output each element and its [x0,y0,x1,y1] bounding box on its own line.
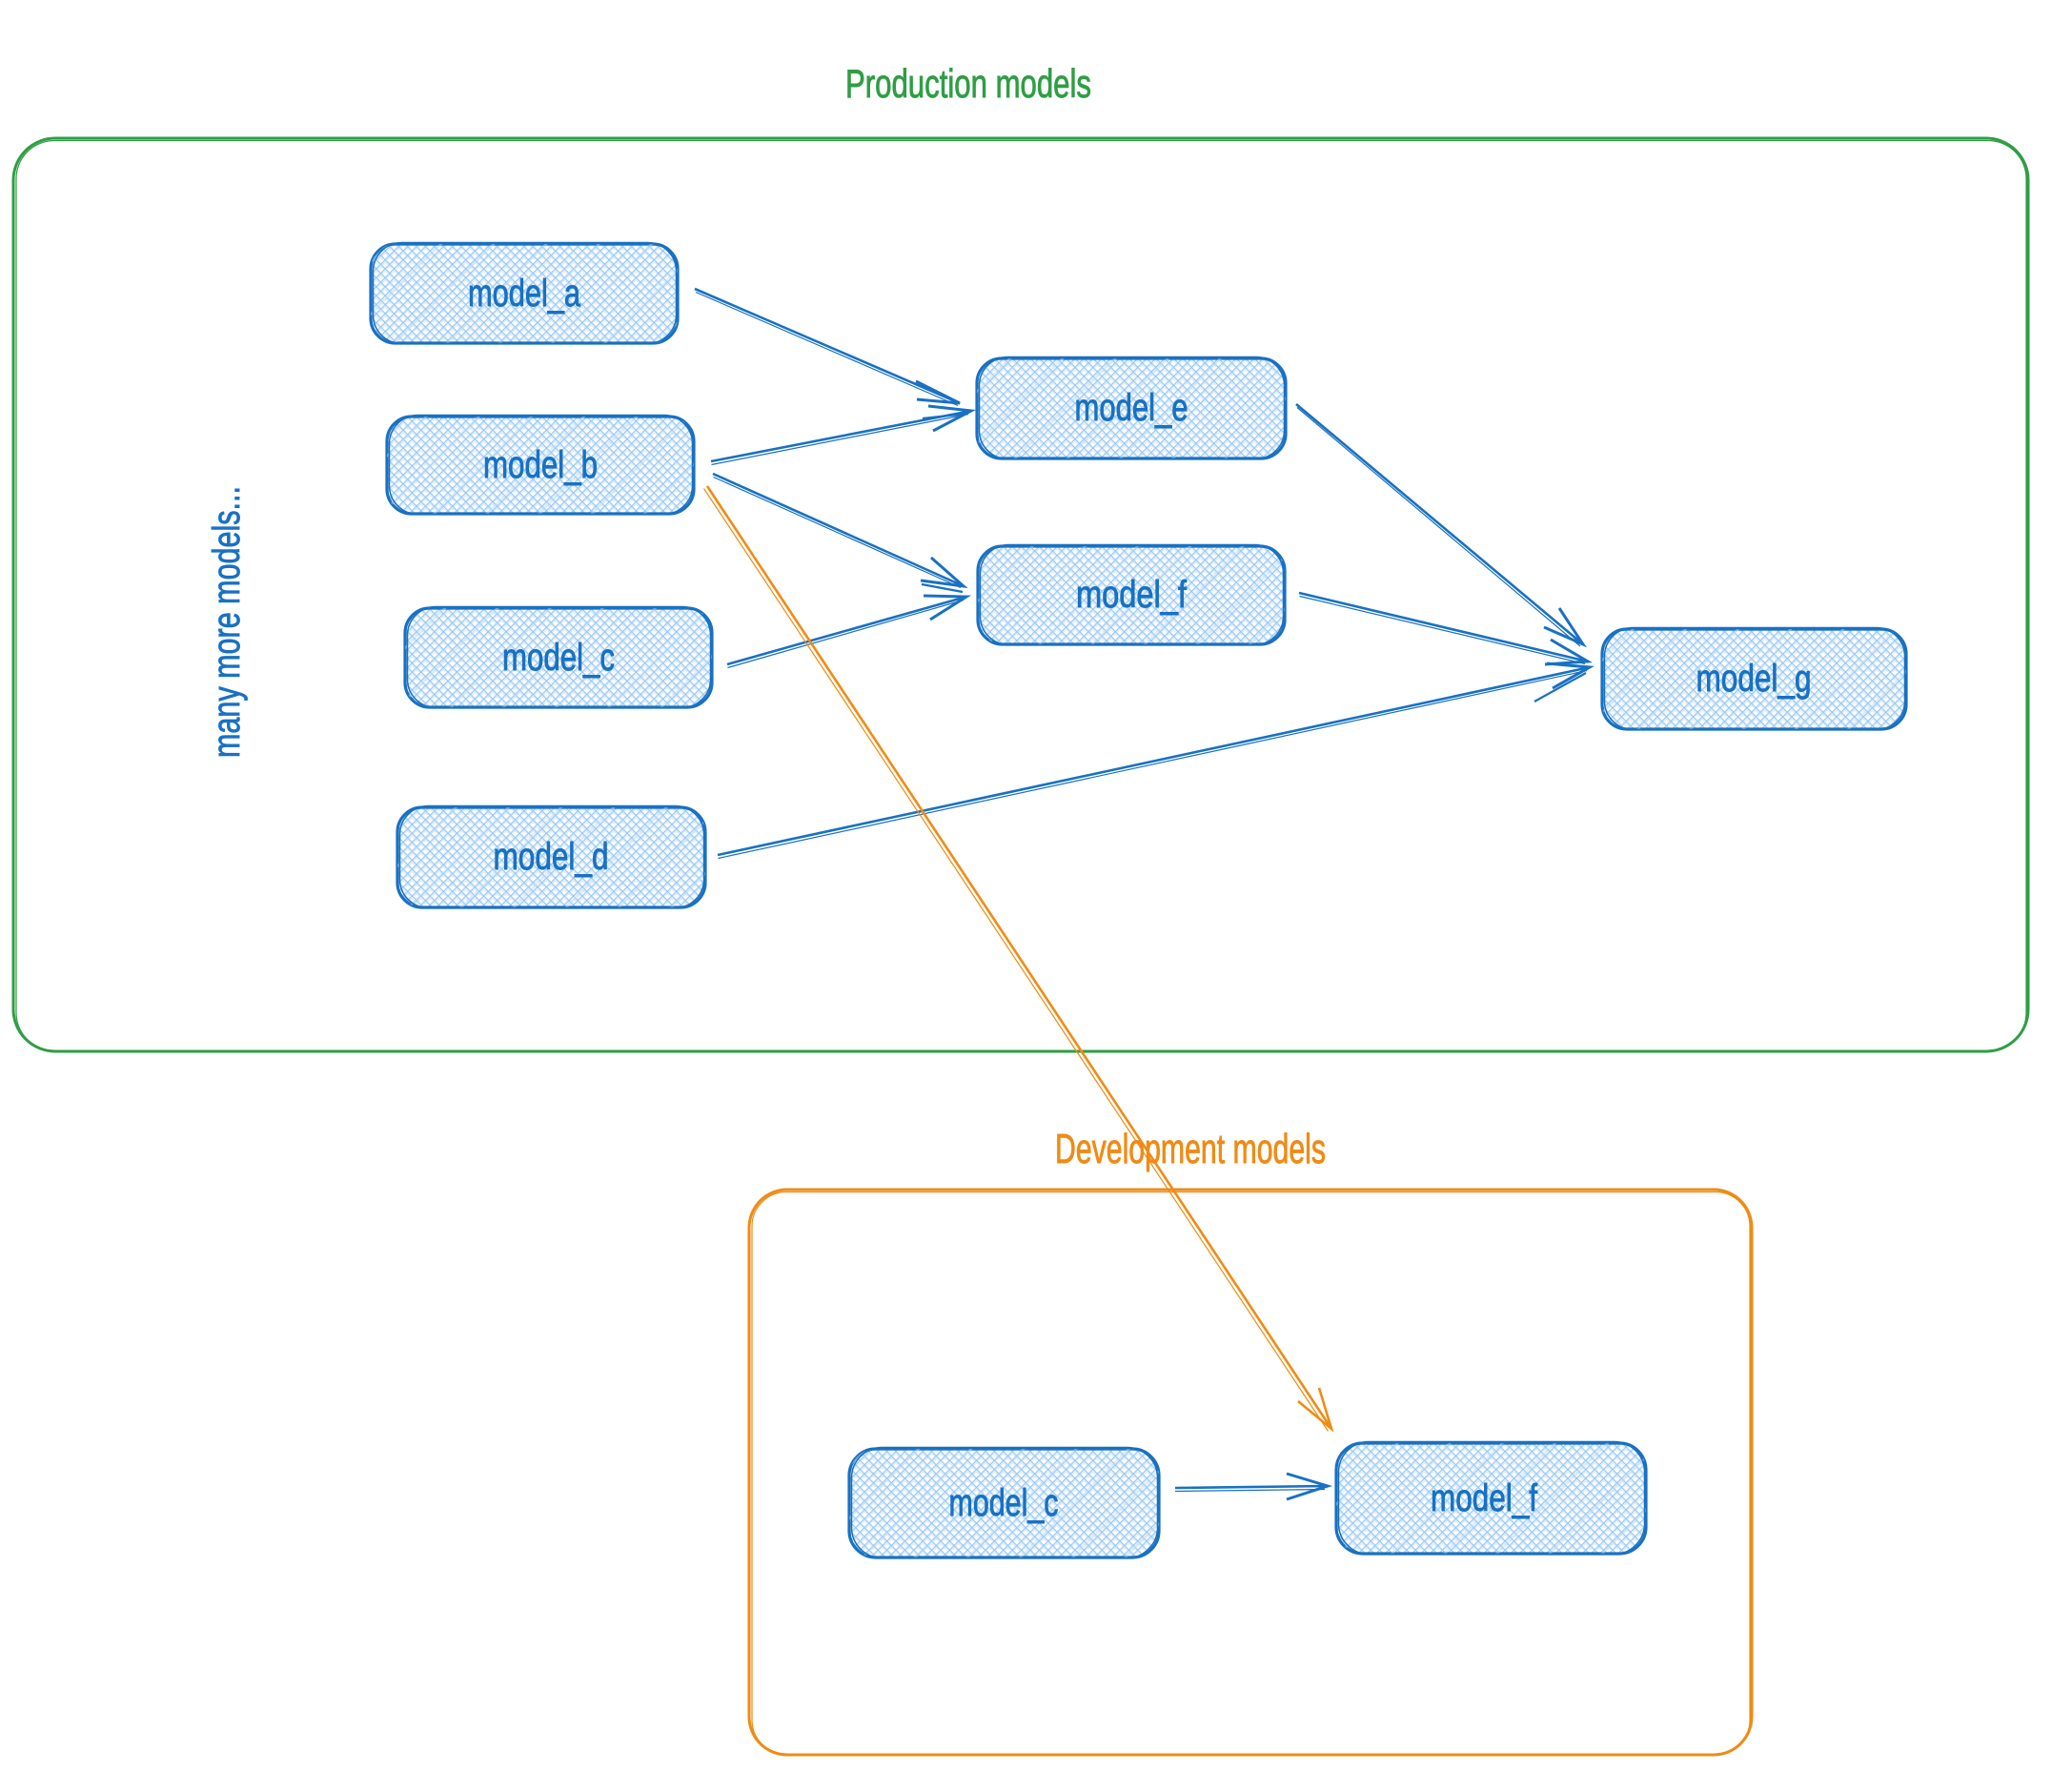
svg-text:model_e: model_e [1075,387,1188,429]
svg-text:model_a: model_a [468,273,581,315]
svg-text:Production models: Production models [845,61,1091,106]
svg-text:model_f: model_f [1431,1477,1538,1519]
svg-text:model_c: model_c [949,1482,1059,1524]
svg-text:model_g: model_g [1696,658,1812,700]
svg-text:Development models: Development models [1055,1126,1326,1172]
svg-text:model_f: model_f [1076,574,1188,616]
svg-text:model_d: model_d [494,836,609,878]
svg-text:many more models...: many more models... [206,486,248,758]
svg-text:model_b: model_b [483,444,598,486]
svg-text:model_c: model_c [502,637,615,679]
